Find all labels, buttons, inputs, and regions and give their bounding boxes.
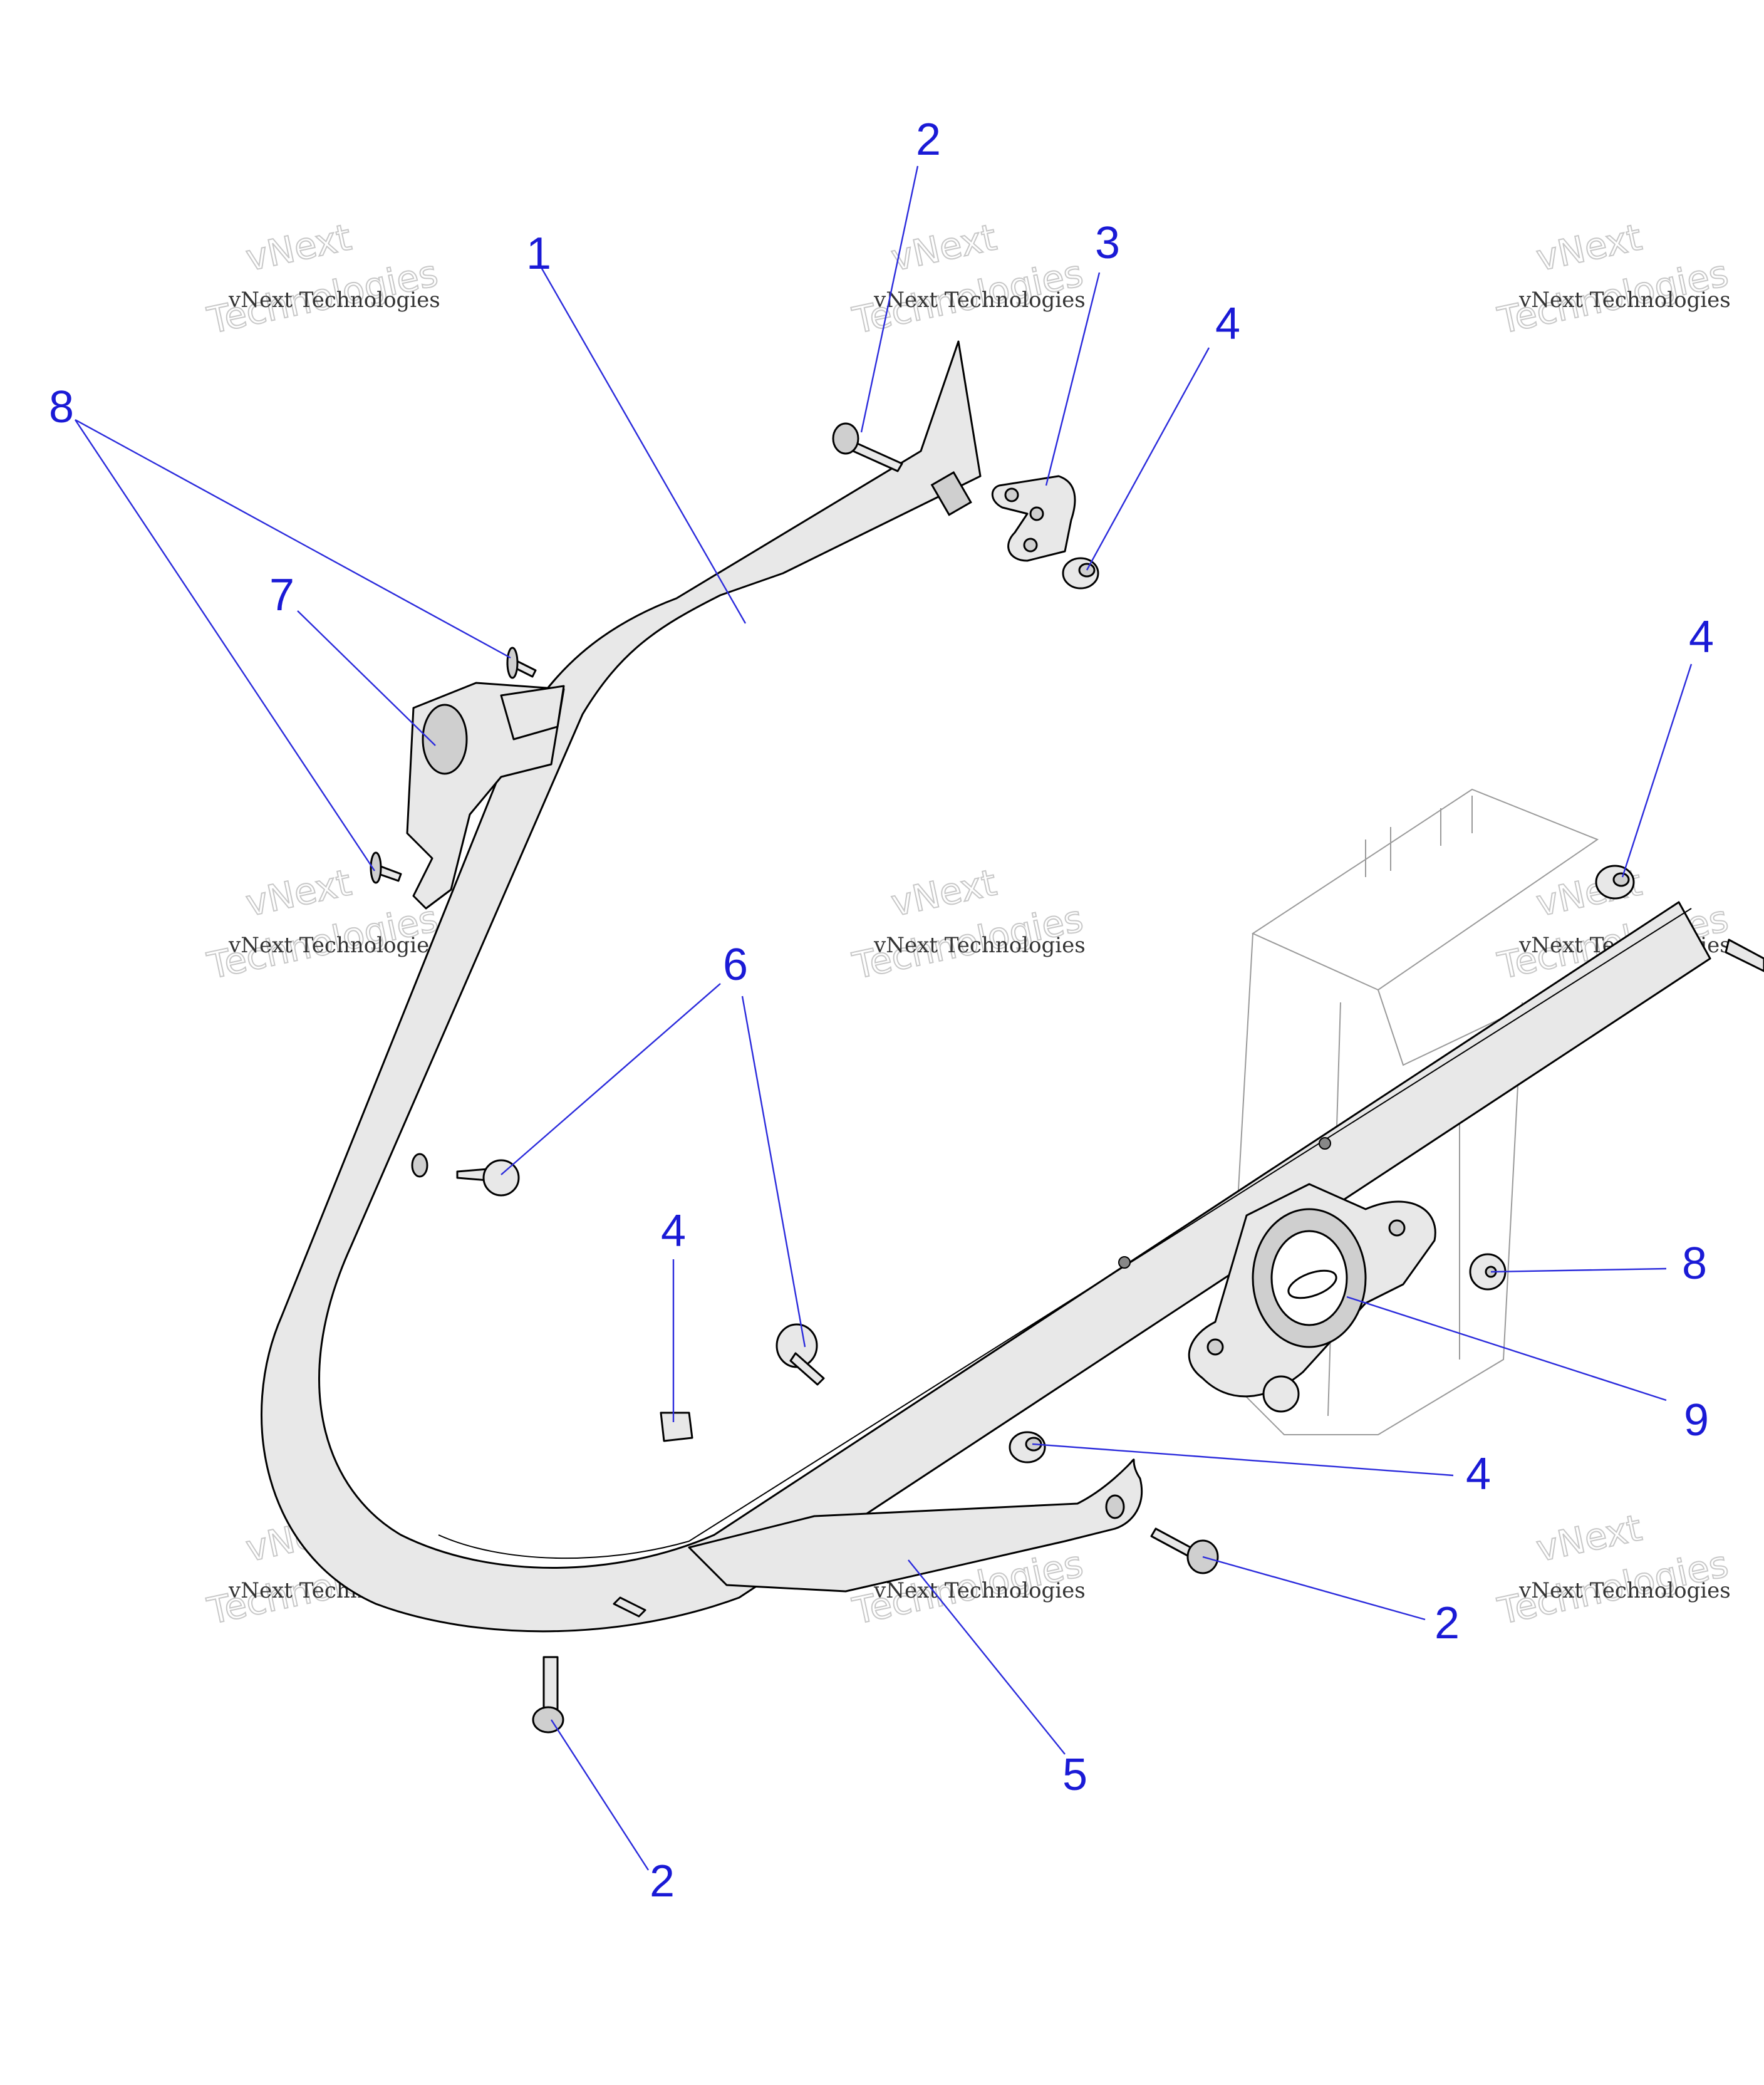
bolt-2b: [1150, 1527, 1219, 1574]
svg-text:vNext Technologies: vNext Technologies: [873, 288, 1086, 313]
watermark: vNext Technologies vNext Technologies: [203, 860, 442, 988]
svg-text:vNext: vNext: [888, 216, 1000, 279]
callout-7: 7: [269, 570, 294, 620]
svg-text:vNext: vNext: [1533, 216, 1646, 279]
lower-brace: [613, 1458, 1143, 1618]
svg-text:vNext Technologies: vNext Technologies: [873, 933, 1086, 958]
leader-8a-lower: [75, 419, 375, 871]
nut-4a: [1062, 557, 1099, 590]
leader-7: [297, 610, 436, 746]
leader-2b: [1202, 1556, 1426, 1621]
main-tube: [261, 340, 1711, 1633]
callout-4: 4: [1466, 1449, 1491, 1499]
callout-8: 8: [49, 382, 74, 432]
bolt-2c: [532, 1656, 564, 1734]
leader-4d: [1032, 1443, 1454, 1477]
svg-text:vNext Technologies: vNext Technologies: [1518, 288, 1731, 313]
leader-8b: [1490, 1267, 1667, 1273]
svg-text:vNext: vNext: [1533, 1506, 1646, 1570]
svg-text:vNext Technologies: vNext Technologies: [228, 288, 440, 313]
svg-text:vNext: vNext: [242, 216, 355, 279]
nut-4d: [1009, 1431, 1046, 1464]
watermark: vNext Technologies vNext Technologies: [1493, 215, 1733, 343]
bolt-right-stub: [1725, 939, 1764, 972]
svg-text:vNext: vNext: [242, 861, 355, 925]
leader-8a-upper: [75, 419, 511, 659]
callout-4: 4: [1689, 612, 1714, 662]
nut-4c: [660, 1412, 693, 1442]
leader-6a: [501, 983, 721, 1175]
bolt-2a: [832, 422, 903, 472]
bracket-3: [991, 475, 1076, 562]
svg-text:vNext Technologies: vNext Technologies: [873, 1578, 1086, 1603]
callout-3: 3: [1095, 218, 1120, 268]
callout-8: 8: [1682, 1239, 1707, 1289]
callout-4: 4: [661, 1206, 686, 1256]
svg-text:vNext: vNext: [888, 861, 1000, 925]
leader-4a: [1086, 347, 1210, 571]
leader-6b: [741, 996, 806, 1348]
screw-6b: [776, 1323, 825, 1386]
callout-5: 5: [1062, 1750, 1087, 1800]
callout-2: 2: [1435, 1598, 1460, 1648]
callouts: 1 2 3 4 8 7 4 6 4 8 9 4 2 5 2: [49, 115, 1714, 1906]
leader-3: [1045, 272, 1101, 486]
callout-2: 2: [650, 1856, 675, 1906]
callout-2: 2: [916, 115, 941, 165]
callout-6: 6: [723, 940, 748, 990]
svg-text:vNext Technologies: vNext Technologies: [1518, 1578, 1731, 1603]
callout-4: 4: [1215, 299, 1240, 349]
leader-2a: [860, 165, 919, 433]
leader-1: [537, 263, 747, 624]
leader-9: [1346, 1296, 1667, 1401]
mount-plate-9: [1188, 1183, 1436, 1413]
rivet-8a: [506, 647, 537, 679]
rivet-8b: [370, 851, 402, 884]
leader-5: [908, 1559, 1066, 1755]
leader-2c: [550, 1719, 650, 1871]
callout-1: 1: [526, 229, 551, 279]
watermark: vNext Technologies vNext Technologies: [848, 860, 1087, 988]
callout-9: 9: [1684, 1395, 1709, 1445]
screw-6a: [456, 1159, 520, 1197]
svg-text:vNext Technologies: vNext Technologies: [228, 933, 440, 958]
watermark: vNext Technologies vNext Technologies: [203, 215, 442, 343]
leader-4b: [1621, 663, 1693, 878]
watermark: vNext Technologies vNext Technologies: [848, 215, 1087, 343]
nut-4b: [1595, 865, 1635, 900]
watermark: vNext Technologies vNext Technologies: [1493, 1505, 1733, 1633]
bracket-7: [406, 682, 565, 910]
leader-lines: [75, 165, 1693, 1871]
